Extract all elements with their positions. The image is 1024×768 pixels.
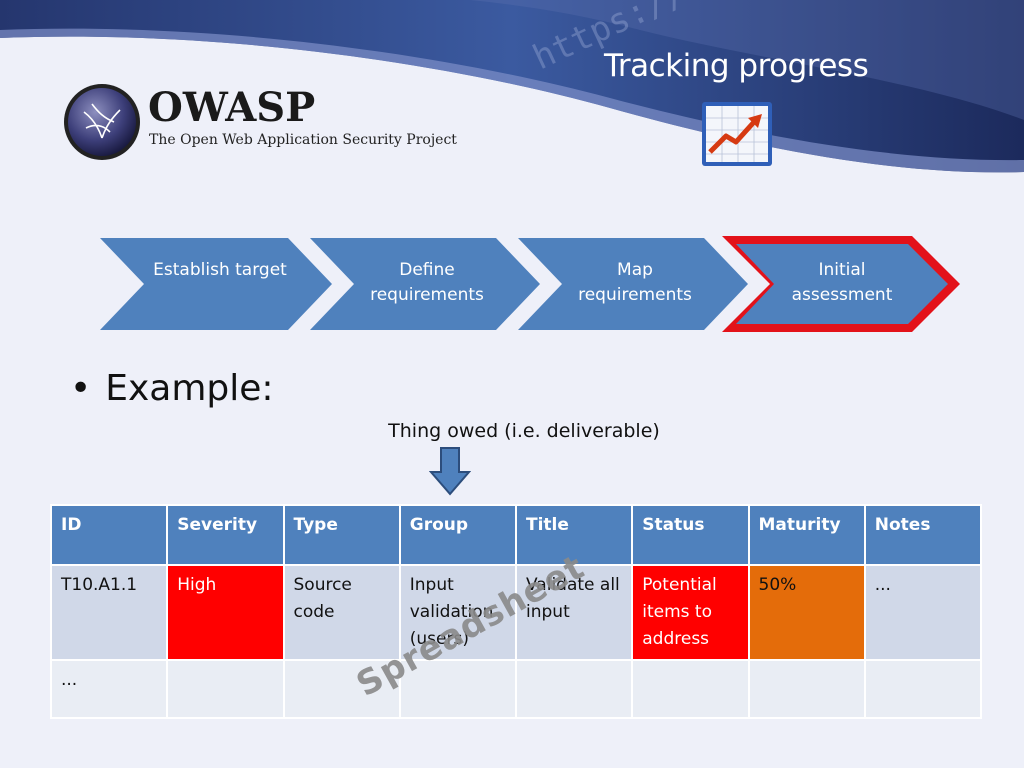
- cell-group: Input validation (users): [398, 564, 518, 661]
- cell-type: Source code: [282, 564, 401, 661]
- header-maturity: Maturity: [747, 504, 866, 566]
- cell-maturity: [747, 659, 866, 719]
- header-group: Group: [398, 504, 518, 566]
- header-id: ID: [49, 504, 169, 566]
- deliverable-callout: Thing owed (i.e. deliverable): [388, 420, 660, 442]
- step-label-map: Map requirements: [578, 260, 692, 305]
- step-label-establish: Establish target: [153, 260, 287, 280]
- table-row: ...: [49, 659, 983, 719]
- trend-chart-icon: [702, 102, 772, 166]
- bullet-dot: •: [70, 368, 92, 409]
- step-chevron-establish: [100, 238, 332, 330]
- cell-id: T10.A1.1: [49, 564, 169, 661]
- step-label-initial: Initial assessment: [791, 260, 893, 305]
- cell-severity: High: [166, 564, 285, 661]
- cell-severity: [166, 659, 285, 719]
- header-status: Status: [631, 504, 750, 566]
- cell-id: ...: [49, 659, 169, 719]
- cell-status: [631, 659, 750, 719]
- table-row: T10.A1.1 High Source code Input validati…: [49, 564, 983, 661]
- deliverable-table: ID Severity Type Group Title Status Matu…: [49, 504, 983, 719]
- cell-notes: [863, 659, 983, 719]
- cell-type: [282, 659, 401, 719]
- step-chevron-define: [310, 238, 540, 330]
- process-chevrons: [100, 236, 960, 332]
- cell-title: [514, 659, 634, 719]
- table-header-row: ID Severity Type Group Title Status Matu…: [49, 504, 983, 566]
- logo-name: OWASP: [148, 84, 316, 131]
- cell-status: Potential items to address: [631, 564, 750, 661]
- cell-group: [398, 659, 518, 719]
- down-arrow-icon: [429, 447, 471, 496]
- owasp-logo-icon: [64, 84, 140, 160]
- bullet-text: Example:: [105, 368, 274, 409]
- step-chevron-map: [518, 238, 748, 330]
- cell-maturity: 50%: [747, 564, 866, 661]
- slide-title: Tracking progress: [604, 48, 869, 84]
- cell-notes: ...: [863, 564, 983, 661]
- cell-title: Validate all input: [514, 564, 634, 661]
- header-severity: Severity: [166, 504, 285, 566]
- header-notes: Notes: [863, 504, 983, 566]
- logo-tagline: The Open Web Application Security Projec…: [149, 132, 457, 148]
- bullet-item: • Example:: [70, 368, 274, 409]
- header-title: Title: [514, 504, 634, 566]
- step-label-define: Define requirements: [370, 260, 484, 305]
- header-type: Type: [282, 504, 401, 566]
